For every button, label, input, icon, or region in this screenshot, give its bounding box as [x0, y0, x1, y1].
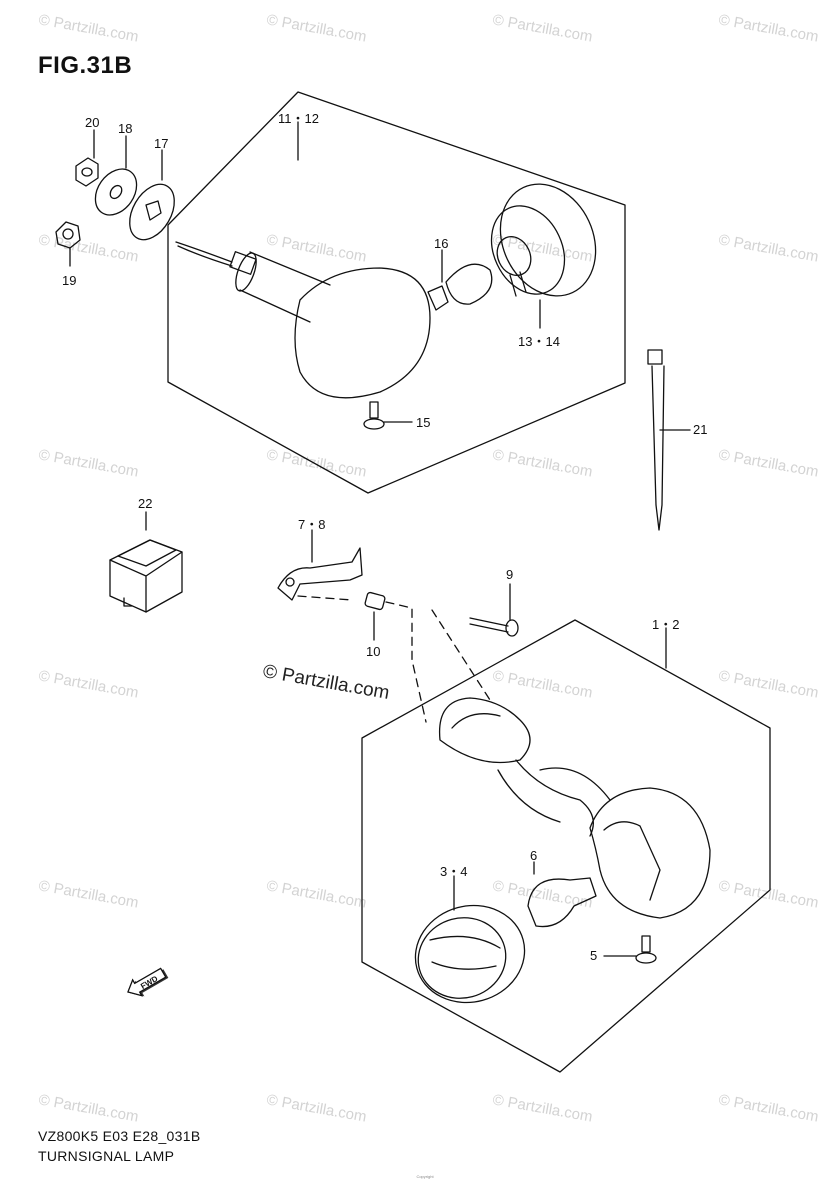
- callout-9: 9: [506, 567, 514, 582]
- lens-3-4: [414, 904, 526, 1004]
- washer-18: [94, 168, 138, 216]
- callout-17: 17: [154, 136, 169, 151]
- callout-5: 5: [590, 948, 598, 963]
- copyright-note: Copyright: [416, 1174, 434, 1179]
- relay-22: [109, 539, 183, 613]
- screw-5: [635, 935, 657, 964]
- grommet-10: [364, 591, 386, 611]
- callout-10: 10: [366, 644, 381, 659]
- callout-22: 22: [138, 496, 153, 511]
- bulb-6: [527, 877, 597, 928]
- callout-21: 21: [693, 422, 708, 437]
- nut-19: [55, 221, 81, 249]
- callout-7-8: 7・8: [298, 517, 326, 532]
- nut-20: [75, 157, 99, 187]
- gasket-17: [129, 183, 175, 241]
- lower-assembly-outline: [361, 619, 771, 1073]
- lower-lamp-housing: [438, 697, 711, 919]
- callout-15: 15: [416, 415, 431, 430]
- dashed-leaders: [297, 595, 491, 723]
- bulb-16: [427, 263, 493, 311]
- callout-11-12: 11・12: [278, 111, 319, 126]
- cable-tie-21: [647, 349, 665, 531]
- upper-assembly-outline: [167, 91, 626, 494]
- footer-part-name: TURNSIGNAL LAMP: [38, 1148, 175, 1164]
- upper-lamp-housing: [175, 241, 431, 399]
- screw-15: [363, 401, 385, 430]
- callout-20: 20: [85, 115, 100, 130]
- callout-19: 19: [62, 273, 77, 288]
- callout-18: 18: [118, 121, 133, 136]
- callout-13-14: 13・14: [518, 334, 560, 349]
- fwd-arrow-icon: FWD: [127, 967, 169, 997]
- callout-3-4: 3・4: [440, 864, 468, 879]
- callout-16: 16: [434, 236, 449, 251]
- figure-title: FIG.31B: [38, 52, 133, 79]
- callout-6: 6: [530, 848, 538, 863]
- callout-1-2: 1・2: [652, 617, 680, 632]
- lens-13-14: [490, 183, 597, 297]
- bolt-9: [469, 617, 519, 637]
- footer-model-code: VZ800K5 E03 E28_031B: [38, 1128, 201, 1144]
- bracket-7-8: [277, 547, 363, 601]
